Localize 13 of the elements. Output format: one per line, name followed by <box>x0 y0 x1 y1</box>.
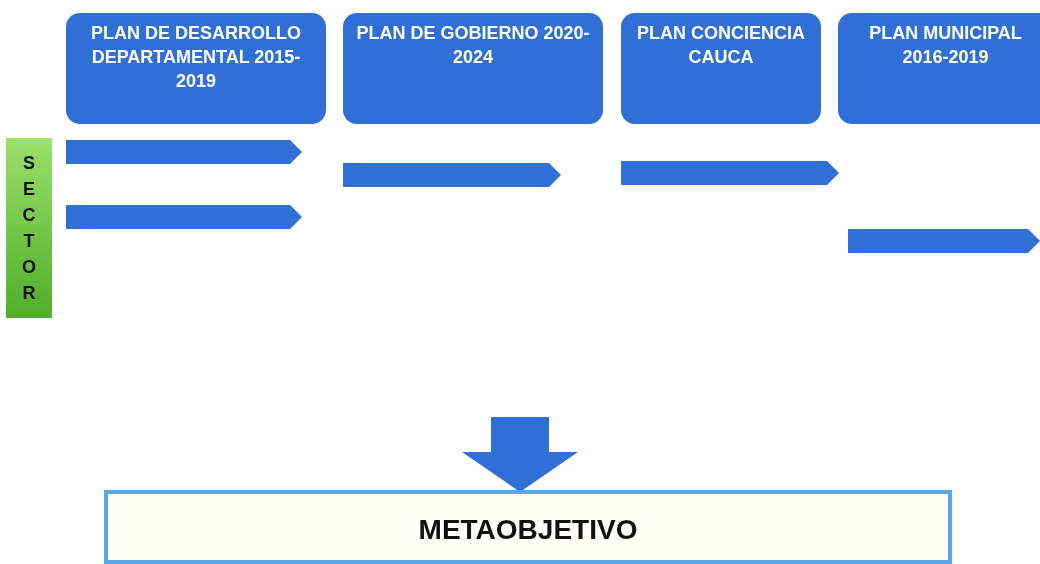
plan-title: PLAN DE DESARROLLO DEPARTAMENTAL 2015-2019 <box>90 22 302 93</box>
goal-title: METAOBJETIVO <box>418 514 638 546</box>
plan-box <box>66 13 326 124</box>
plan-title: PLAN CONCIENCIA CAUCA <box>636 22 806 69</box>
goal-box <box>104 490 952 564</box>
plan-title: PLAN MUNICIPAL 2016-2019 <box>868 22 1023 69</box>
sector-label: SECTOR <box>22 152 36 305</box>
plan-box <box>838 13 1040 124</box>
plan-box <box>343 13 603 124</box>
plan-title: PLAN DE GOBIERNO 2020-2024 <box>355 22 591 69</box>
plan-box <box>621 13 821 124</box>
down-arrow <box>462 417 578 492</box>
sector-bar <box>6 138 52 318</box>
